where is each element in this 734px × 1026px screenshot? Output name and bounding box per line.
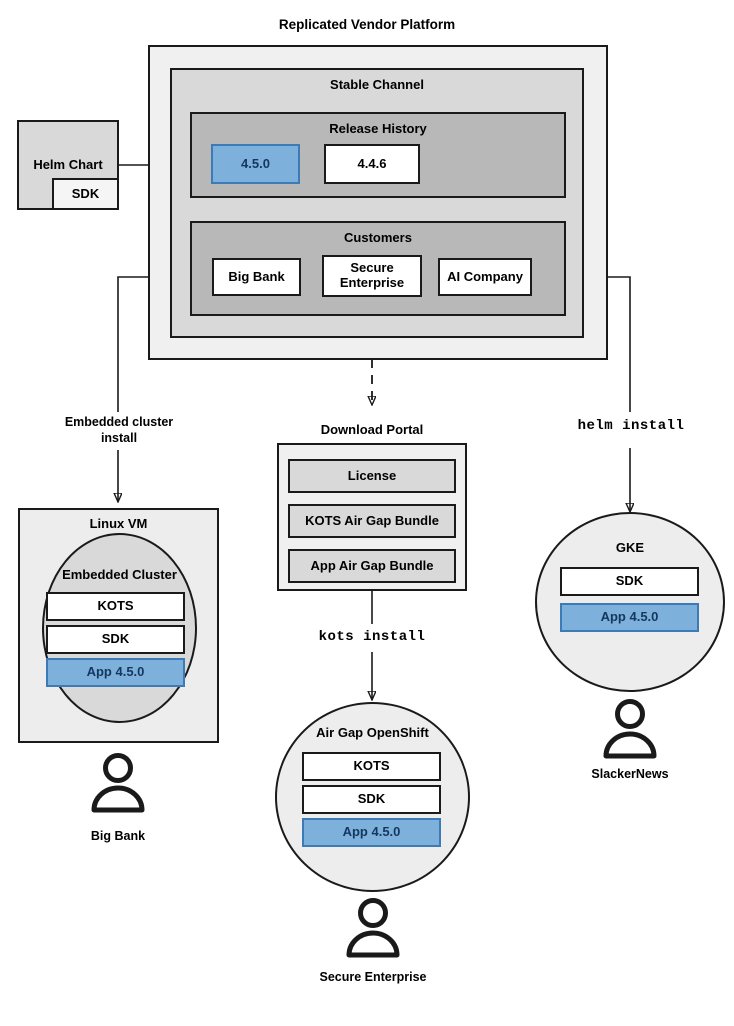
- actor-big-bank-icon: [91, 753, 145, 813]
- linux-vm-title: Linux VM: [89, 516, 148, 531]
- target-gke-circle: GKE: [535, 512, 725, 692]
- stable-channel-title: Stable Channel: [330, 77, 424, 92]
- portal-item-license[interactable]: License: [288, 459, 456, 493]
- customer-ai-company[interactable]: AI Company: [438, 258, 532, 296]
- edge-label-kots-install: kots install: [318, 629, 426, 645]
- download-portal-title: Download Portal: [320, 422, 424, 437]
- gke-title: GKE: [615, 540, 645, 555]
- openshift-component-app[interactable]: App 4.5.0: [302, 818, 441, 847]
- linux-vm-component-sdk[interactable]: SDK: [46, 625, 185, 654]
- embedded-cluster-title: Embedded Cluster: [62, 567, 177, 582]
- gke-component-sdk[interactable]: SDK: [560, 567, 699, 596]
- actor-label-secure-enterprise: Secure Enterprise: [319, 970, 427, 984]
- helm-chart-label: Helm Chart: [33, 157, 103, 172]
- actor-label-slackernews: SlackerNews: [591, 767, 669, 781]
- gke-component-app[interactable]: App 4.5.0: [560, 603, 699, 632]
- edge-label-embedded-cluster-install: Embedded cluster install: [64, 415, 174, 445]
- actor-slackernews-icon: [603, 699, 657, 759]
- release-4-5-0[interactable]: 4.5.0: [211, 144, 300, 184]
- openshift-component-kots[interactable]: KOTS: [302, 752, 441, 781]
- linux-vm-component-kots[interactable]: KOTS: [46, 592, 185, 621]
- customer-big-bank[interactable]: Big Bank: [212, 258, 301, 296]
- linux-vm-component-app[interactable]: App 4.5.0: [46, 658, 185, 687]
- portal-item-app-air-gap-bundle[interactable]: App Air Gap Bundle: [288, 549, 456, 583]
- customers-title: Customers: [344, 230, 412, 245]
- edge-label-helm-install: helm install: [577, 418, 685, 434]
- release-4-4-6[interactable]: 4.4.6: [324, 144, 420, 184]
- customer-secure-enterprise[interactable]: Secure Enterprise: [322, 255, 422, 297]
- air-gap-openshift-title: Air Gap OpenShift: [316, 725, 429, 740]
- release-history-title: Release History: [329, 121, 427, 136]
- helm-chart-sdk-box[interactable]: SDK: [52, 178, 119, 210]
- diagram-title: Replicated Vendor Platform: [278, 17, 456, 32]
- actor-secure-enterprise-icon: [346, 898, 400, 958]
- openshift-component-sdk[interactable]: SDK: [302, 785, 441, 814]
- portal-item-kots-air-gap-bundle[interactable]: KOTS Air Gap Bundle: [288, 504, 456, 538]
- actor-label-big-bank: Big Bank: [90, 829, 146, 843]
